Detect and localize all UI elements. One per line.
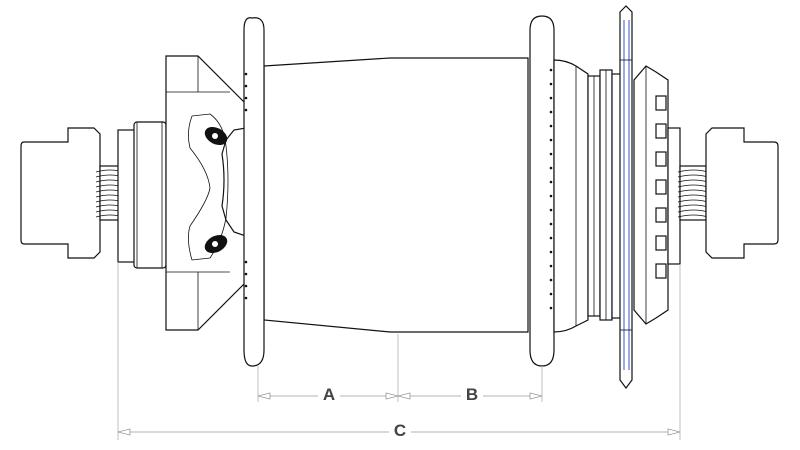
left-flange [243, 17, 265, 367]
freehub-body [587, 69, 623, 321]
left-disc-mount [165, 55, 247, 331]
right-locknut [667, 127, 681, 265]
extension-lines [117, 262, 681, 440]
cog [619, 5, 633, 389]
dimension-label-a: A [323, 385, 335, 404]
right-end-cap [705, 127, 779, 259]
right-axle-thread [677, 165, 709, 221]
dimension-label-c: C [394, 421, 406, 440]
left-end-cap [20, 127, 101, 259]
lockring [633, 65, 669, 325]
dimension-label-b: B [466, 385, 478, 404]
left-locknut [117, 121, 167, 269]
hub-shell [263, 57, 529, 333]
right-flange [529, 15, 555, 367]
right-bearing-cap [553, 59, 589, 333]
